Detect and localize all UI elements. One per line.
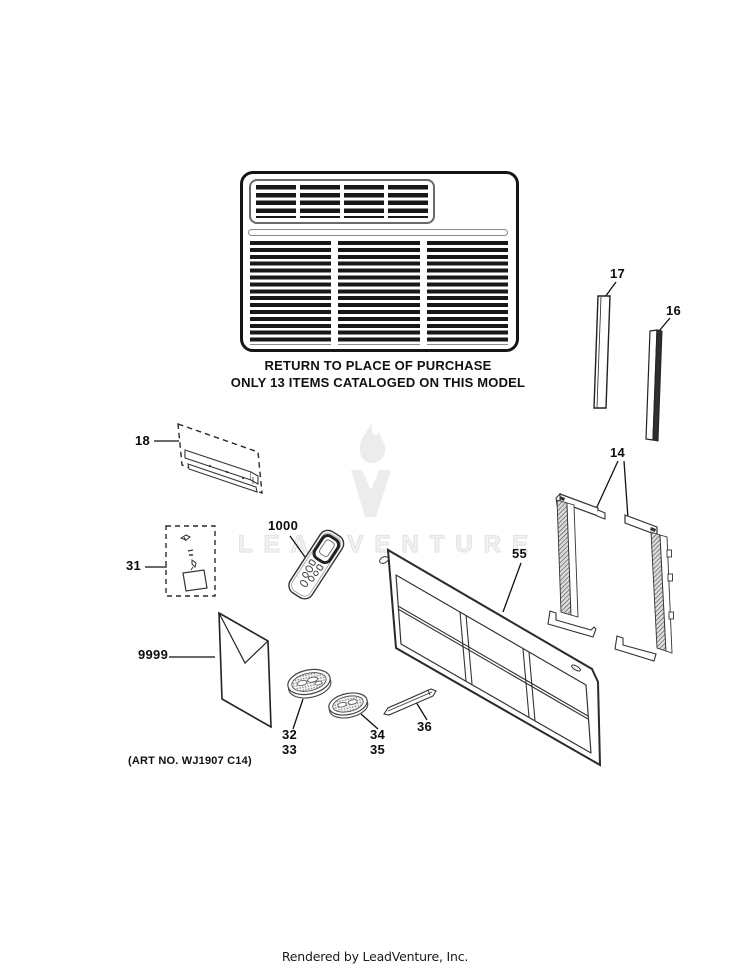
callout-16: 16 xyxy=(666,303,682,318)
filter-disc-34-35 xyxy=(328,692,369,719)
support-rod-36 xyxy=(383,688,437,716)
leadventure-watermark-text: LEADVENTURE xyxy=(237,530,540,558)
ac-air-deflector-bar xyxy=(248,229,508,236)
caption-line-2: ONLY 13 ITEMS CATALOGED ON THIS MODEL xyxy=(230,374,526,390)
vent-louver-column xyxy=(300,185,340,218)
art-number: (ART NO. WJ1907 C14) xyxy=(128,755,252,767)
side-filler-strip-17 xyxy=(593,295,611,409)
literature-envelope-9999 xyxy=(218,611,272,729)
callout-35: 35 xyxy=(370,742,386,757)
hardware-kit-31 xyxy=(165,525,216,597)
callout-18: 18 xyxy=(135,433,151,448)
callout-34: 34 xyxy=(370,727,386,742)
vent-louver-column xyxy=(256,185,296,218)
curtain-frame-left-14 xyxy=(547,492,606,638)
ac-front-grille-drawing xyxy=(240,171,519,352)
callout-33: 33 xyxy=(282,742,298,757)
diagram-caption: RETURN TO PLACE OF PURCHASE ONLY 13 ITEM… xyxy=(227,358,529,391)
callout-leader-lines xyxy=(145,281,671,730)
callout-1000: 1000 xyxy=(268,518,299,533)
callout-9999: 9999 xyxy=(138,647,169,662)
side-seal-strip-16 xyxy=(645,329,663,442)
callout-17: 17 xyxy=(610,266,626,281)
ac-top-vent xyxy=(249,179,435,224)
remote-control-1000 xyxy=(288,529,345,600)
callout-36: 36 xyxy=(417,719,433,734)
vent-louver-column xyxy=(344,185,384,218)
curtain-frame-right-14 xyxy=(614,514,674,662)
caption-line-1: RETURN TO PLACE OF PURCHASE xyxy=(264,358,492,373)
vent-louver-column xyxy=(388,185,428,218)
rail-kit-18 xyxy=(177,422,263,495)
callout-32: 32 xyxy=(282,727,298,742)
rendered-by-footer: Rendered by LeadVenture, Inc. xyxy=(281,949,469,964)
vent-louver-column xyxy=(426,241,508,345)
callout-55: 55 xyxy=(512,546,528,561)
filter-frame-55 xyxy=(379,548,602,767)
ac-main-louvers xyxy=(250,241,508,345)
vent-louver-column xyxy=(338,241,420,345)
leadventure-flame-logo-icon xyxy=(351,421,391,517)
callout-14: 14 xyxy=(610,445,626,460)
vent-louver-column xyxy=(250,241,332,345)
filter-disc-32-33 xyxy=(287,668,332,699)
callout-31: 31 xyxy=(126,558,142,573)
